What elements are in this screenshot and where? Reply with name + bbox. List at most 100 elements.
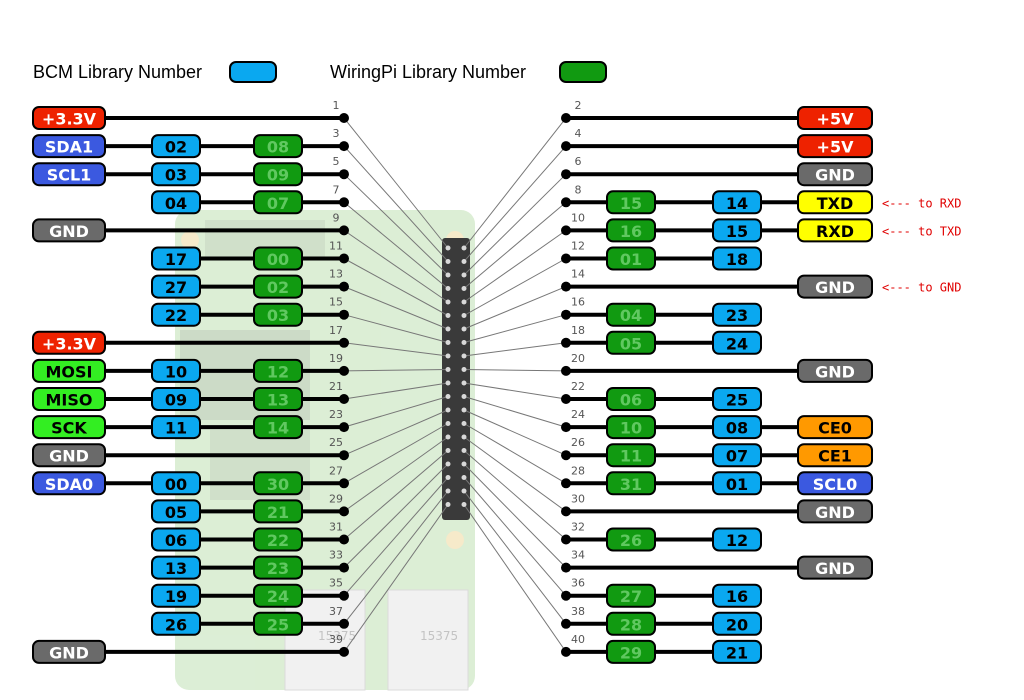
pin-dot <box>339 646 349 657</box>
pin-connector-line <box>343 436 449 512</box>
function-badge-bg <box>32 443 106 468</box>
function-badge-bg <box>797 471 873 496</box>
bcm-badge-text: 21 <box>726 643 748 662</box>
pin-number: 17 <box>329 324 343 337</box>
wiringpi-badge-bg <box>606 611 656 636</box>
pin-number: 6 <box>575 155 582 168</box>
pin-dot <box>561 169 571 180</box>
function-badge: +3.3V <box>32 330 106 355</box>
pin-dot <box>339 534 349 545</box>
bcm-badge-text: 15 <box>726 222 748 241</box>
function-badge-text: TXD <box>817 194 854 213</box>
pin-number: 28 <box>571 464 585 477</box>
bcm-badge-bg <box>151 415 201 440</box>
pin-dot <box>339 450 349 461</box>
wiringpi-badge: 12 <box>253 358 303 383</box>
function-badge-text: GND <box>49 222 89 241</box>
bcm-badge: 16 <box>712 583 762 608</box>
bcm-badge: 17 <box>151 246 201 271</box>
header-pin <box>445 475 451 480</box>
pin-connector-line <box>463 286 567 330</box>
header-pin <box>445 259 451 264</box>
pin-connector-line <box>343 314 449 343</box>
wiringpi-badge-bg <box>606 583 656 608</box>
pin-connector-line <box>343 342 449 357</box>
chip-label: 15375 <box>318 629 356 643</box>
bcm-badge-bg <box>151 162 201 187</box>
pin-connector-line <box>463 436 567 512</box>
pin-dot <box>561 450 571 461</box>
bcm-badge-bg <box>151 274 201 299</box>
function-badge: GND <box>32 639 106 664</box>
wiringpi-badge: 16 <box>606 218 656 243</box>
pin-connector-line <box>343 382 449 400</box>
bcm-badge-bg <box>151 190 201 215</box>
wiringpi-badge-text: 13 <box>267 391 289 410</box>
wiringpi-badge: 31 <box>606 471 656 496</box>
function-badge-bg <box>797 415 873 440</box>
bcm-badge-text: 19 <box>165 587 187 606</box>
bcm-badge-text: 25 <box>726 391 748 410</box>
pin-number: 9 <box>333 211 340 224</box>
legend-bcm-swatch <box>229 61 277 83</box>
header-pin <box>445 286 451 291</box>
legend-wiringpi-swatch <box>559 61 607 83</box>
function-badge: SCK <box>32 415 106 440</box>
header-pin <box>461 313 467 318</box>
wiringpi-badge-text: 15 <box>620 194 642 213</box>
header-pin <box>445 353 451 359</box>
wiringpi-badge: 11 <box>606 443 656 468</box>
wiringpi-badge-bg <box>606 387 656 411</box>
wiringpi-badge: 13 <box>253 387 303 411</box>
pin-number: 1 <box>333 99 340 112</box>
pin-connector-line <box>463 229 567 303</box>
wiringpi-badge-text: 25 <box>267 615 289 634</box>
pin-number: 32 <box>571 521 585 534</box>
wiringpi-badge: 08 <box>253 134 303 159</box>
function-badge-text: SDA1 <box>45 138 93 157</box>
pin-dot <box>339 590 349 601</box>
bcm-badge-text: 04 <box>165 194 187 213</box>
pin-number: 8 <box>575 183 582 196</box>
function-badge-text: GND <box>815 278 855 297</box>
function-badge-bg <box>32 639 106 664</box>
pin-connector-line <box>343 145 449 262</box>
pin-number: 19 <box>329 352 343 365</box>
function-badge-bg <box>797 134 873 159</box>
header-pin <box>461 326 467 332</box>
bcm-badge: 26 <box>151 611 201 636</box>
wiringpi-badge: 02 <box>253 274 303 299</box>
pin-number: 2 <box>575 99 582 112</box>
bcm-badge: 00 <box>151 471 201 496</box>
pin-number: 33 <box>329 549 343 562</box>
wiringpi-badge-bg <box>253 302 303 327</box>
function-badge-bg <box>32 387 106 411</box>
bcm-badge-text: 10 <box>165 362 187 381</box>
pin-connector-line <box>343 409 449 456</box>
header-pin <box>445 421 451 426</box>
bcm-badge-bg <box>712 190 762 215</box>
bcm-badge: 08 <box>712 415 762 440</box>
pin-number: 20 <box>571 352 585 365</box>
pin-number: 7 <box>333 183 340 196</box>
pin-dot <box>561 618 571 629</box>
legend-wiringpi-label: WiringPi Library Number <box>330 62 526 82</box>
bcm-badge-bg <box>712 583 762 608</box>
connector-lines <box>343 117 567 653</box>
bcm-badge: 23 <box>712 302 762 327</box>
function-badge: CE0 <box>797 415 873 440</box>
pin-dot <box>339 365 349 376</box>
function-badge: TXD <box>797 190 873 215</box>
function-badge: SCL0 <box>797 471 873 496</box>
